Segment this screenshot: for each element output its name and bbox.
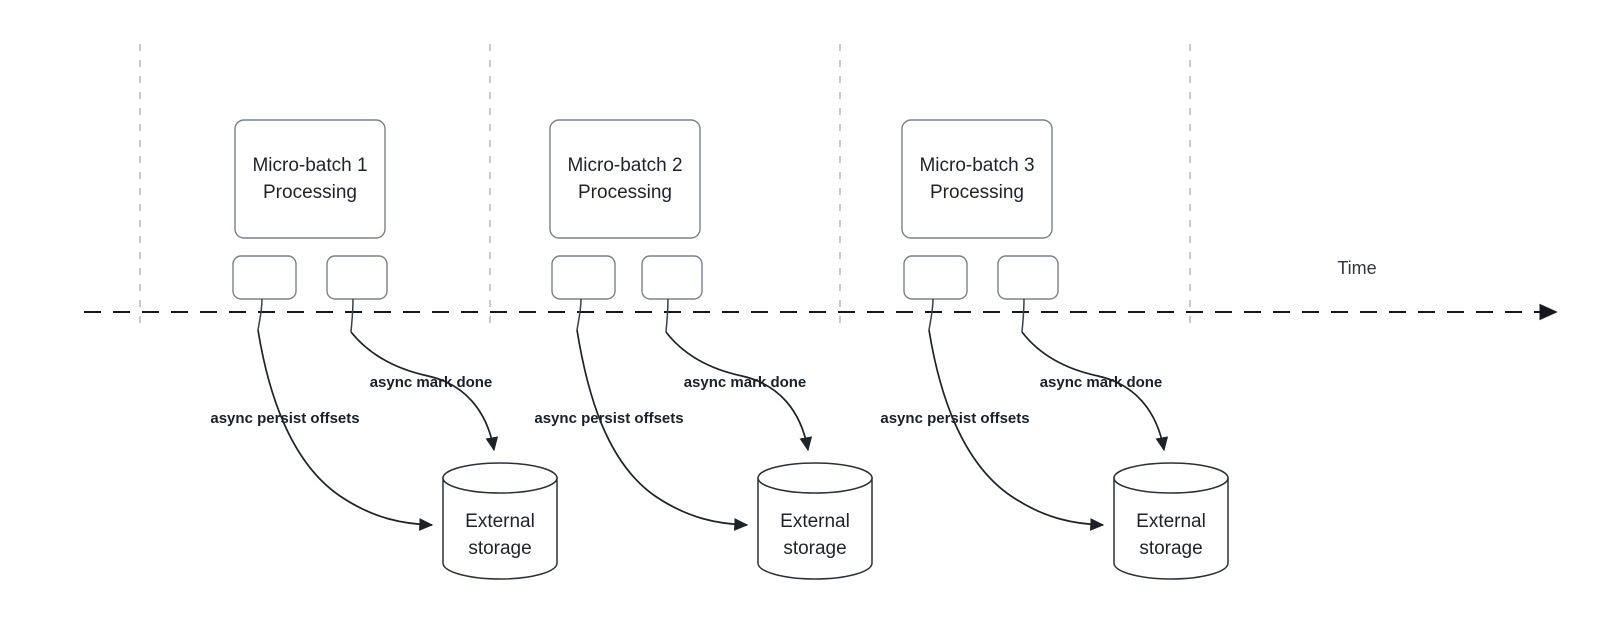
external-storage-3-body [1113,477,1229,580]
micro-batch-2-box[interactable] [549,119,701,239]
time-axis-label: Time [1337,258,1376,278]
micro-batch-2-task-b-stem [665,298,669,333]
external-storage-3-label-line1: External [1136,511,1206,532]
external-storage-2-top [757,462,873,494]
external-storage-3-top [1113,462,1229,494]
micro-batch-1-task-b[interactable] [326,255,388,300]
group-3-async-mark-done-arrow [1021,331,1169,452]
group-2-async-mark-done-label: async mark done [684,374,807,391]
group-1-async-persist-offsets-arrow [257,329,434,531]
group-3-async-persist-offsets-arrow [928,329,1105,531]
micro-batch-2-label-line2: Processing [578,182,672,203]
micro-batch-2-task-b[interactable] [641,255,703,300]
micro-batch-1-task-b-stem [350,298,354,333]
group-1-async-mark-done-label: async mark done [370,374,493,391]
external-storage-1[interactable]: External storage [442,462,558,580]
external-storage-1-label-line1: External [465,511,535,532]
micro-batch-2-task-a[interactable] [551,255,616,300]
external-storage-3-label-line2: storage [1139,538,1202,559]
micro-batch-3-label-line1: Micro-batch 3 [919,155,1034,176]
micro-batch-group-2: Micro-batch 2 Processing async persist o… [534,119,873,580]
group-3-async-persist-offsets-label: async persist offsets [880,410,1029,427]
micro-batch-3-task-a[interactable] [903,255,968,300]
micro-batch-3-box[interactable] [901,119,1053,239]
micro-batch-3-task-b-stem [1021,298,1025,333]
group-1-async-mark-done-arrow [350,331,499,452]
micro-batch-1-label-line2: Processing [263,182,357,203]
micro-batch-1-label-line1: Micro-batch 1 [252,155,367,176]
time-axis-group: Time [84,258,1558,321]
micro-batch-group-1: Micro-batch 1 Processing async persist o… [210,119,558,580]
external-storage-2-label-line2: storage [783,538,846,559]
micro-batch-group-3: Micro-batch 3 Processing async persist o… [880,119,1229,580]
external-storage-2[interactable]: External storage [757,462,873,580]
group-2-async-mark-done-arrow [665,331,813,452]
group-1-async-persist-offsets-label: async persist offsets [210,410,359,427]
micro-batch-2-task-a-stem [576,298,582,331]
external-storage-1-body [442,477,558,580]
external-storage-2-body [757,477,873,580]
micro-batch-1-task-a[interactable] [232,255,297,300]
group-2-async-persist-offsets-arrow [576,329,749,531]
micro-batch-1-task-a-stem [257,298,263,331]
micro-batch-3-task-b[interactable] [997,255,1059,300]
micro-batch-3-task-a-stem [928,298,934,331]
external-storage-3[interactable]: External storage [1113,462,1229,580]
external-storage-1-top [442,462,558,494]
group-2-async-persist-offsets-label: async persist offsets [534,410,683,427]
group-3-async-mark-done-label: async mark done [1040,374,1163,391]
external-storage-1-label-line2: storage [468,538,531,559]
external-storage-2-label-line1: External [780,511,850,532]
micro-batch-3-label-line2: Processing [930,182,1024,203]
micro-batch-1-box[interactable] [234,119,386,239]
micro-batch-2-label-line1: Micro-batch 2 [567,155,682,176]
